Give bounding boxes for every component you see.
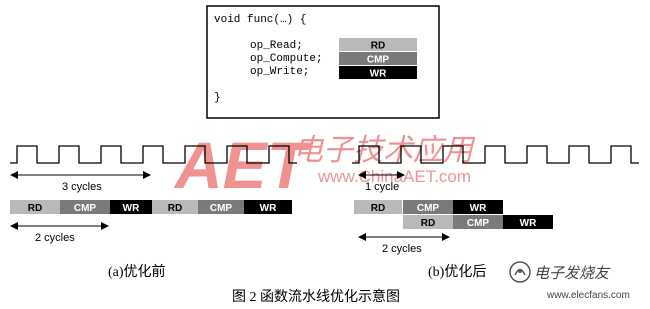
- code-box: void func(…) { op_Read; op_Compute; op_W…: [206, 5, 440, 119]
- right-caption: (b)优化后: [428, 264, 486, 280]
- code-line-read: op_Read;: [250, 40, 303, 52]
- aet-chinese-name: 电子技术应用: [293, 134, 476, 167]
- code-line-compute: op_Compute;: [250, 53, 323, 65]
- code-stage-wr: [339, 66, 417, 79]
- left-block-wr-2-label: WR: [260, 203, 277, 214]
- right-row1-wr: [453, 200, 503, 214]
- right-row1-cmp: [403, 200, 453, 214]
- left-block-cmp-1-label: CMP: [74, 203, 97, 214]
- elecfans-logo-icon: [509, 261, 531, 283]
- code-stage-cmp: [339, 52, 417, 65]
- right-row2-cmp: [453, 215, 503, 229]
- right-panel: 1 cycle RD CMP WR RD CMP WR 2 cycles (b)…: [354, 171, 553, 280]
- right-1-cycle-label: 1 cycle: [365, 181, 399, 193]
- right-row1-cmp-label: CMP: [417, 203, 440, 214]
- clock-wave-right: [352, 145, 639, 164]
- clock-wave-left: [10, 145, 297, 164]
- left-block-cmp-1: [60, 200, 110, 214]
- left-block-wr-1: [110, 200, 152, 214]
- right-row1-wr-label: WR: [470, 203, 487, 214]
- left-block-rd-2: [152, 200, 198, 214]
- code-stage-rd-label: RD: [371, 41, 385, 52]
- left-3-cycles-label: 3 cycles: [62, 181, 102, 193]
- right-row2-rd-label: RD: [421, 218, 435, 229]
- code-line-write: op_Write;: [250, 66, 309, 78]
- left-2-cycles-label: 2 cycles: [35, 232, 75, 244]
- elecfans-url: www.elecfans.com: [546, 290, 630, 301]
- figure-caption: 图 2 函数流水线优化示意图: [232, 288, 400, 305]
- right-row1-rd: [354, 200, 402, 214]
- left-panel: 3 cycles RD CMP WR RD CMP WR 2 cycles (a…: [10, 171, 292, 280]
- left-block-cmp-2: [198, 200, 244, 214]
- code-line-func: void func(…) {: [214, 14, 306, 26]
- left-block-rd-1-label: RD: [28, 203, 42, 214]
- right-row2-cmp-label: CMP: [467, 218, 490, 229]
- elecfans-watermark: 电子发烧友 www.elecfans.com: [509, 261, 630, 301]
- left-caption: (a)优化前: [108, 263, 166, 280]
- left-block-rd-2-label: RD: [168, 203, 182, 214]
- code-stage-rd: [339, 38, 417, 51]
- right-row2-wr: [503, 215, 553, 229]
- elecfans-cn: 电子发烧友: [534, 265, 611, 282]
- aet-logo: AET: [173, 128, 312, 202]
- aet-watermark: AET 电子技术应用 www.ChinaAET.com: [173, 128, 476, 202]
- code-stage-wr-label: WR: [370, 69, 387, 80]
- right-row2-wr-label: WR: [520, 218, 537, 229]
- right-row1-rd-label: RD: [371, 203, 385, 214]
- left-block-cmp-2-label: CMP: [210, 203, 233, 214]
- left-block-rd-1: [10, 200, 60, 214]
- right-row2-rd: [403, 215, 453, 229]
- code-stage-cmp-label: CMP: [367, 55, 390, 66]
- code-line-close: }: [214, 92, 221, 104]
- left-block-wr-2: [244, 200, 292, 214]
- right-2-cycles-label: 2 cycles: [382, 243, 422, 255]
- left-block-wr-1-label: WR: [123, 203, 140, 214]
